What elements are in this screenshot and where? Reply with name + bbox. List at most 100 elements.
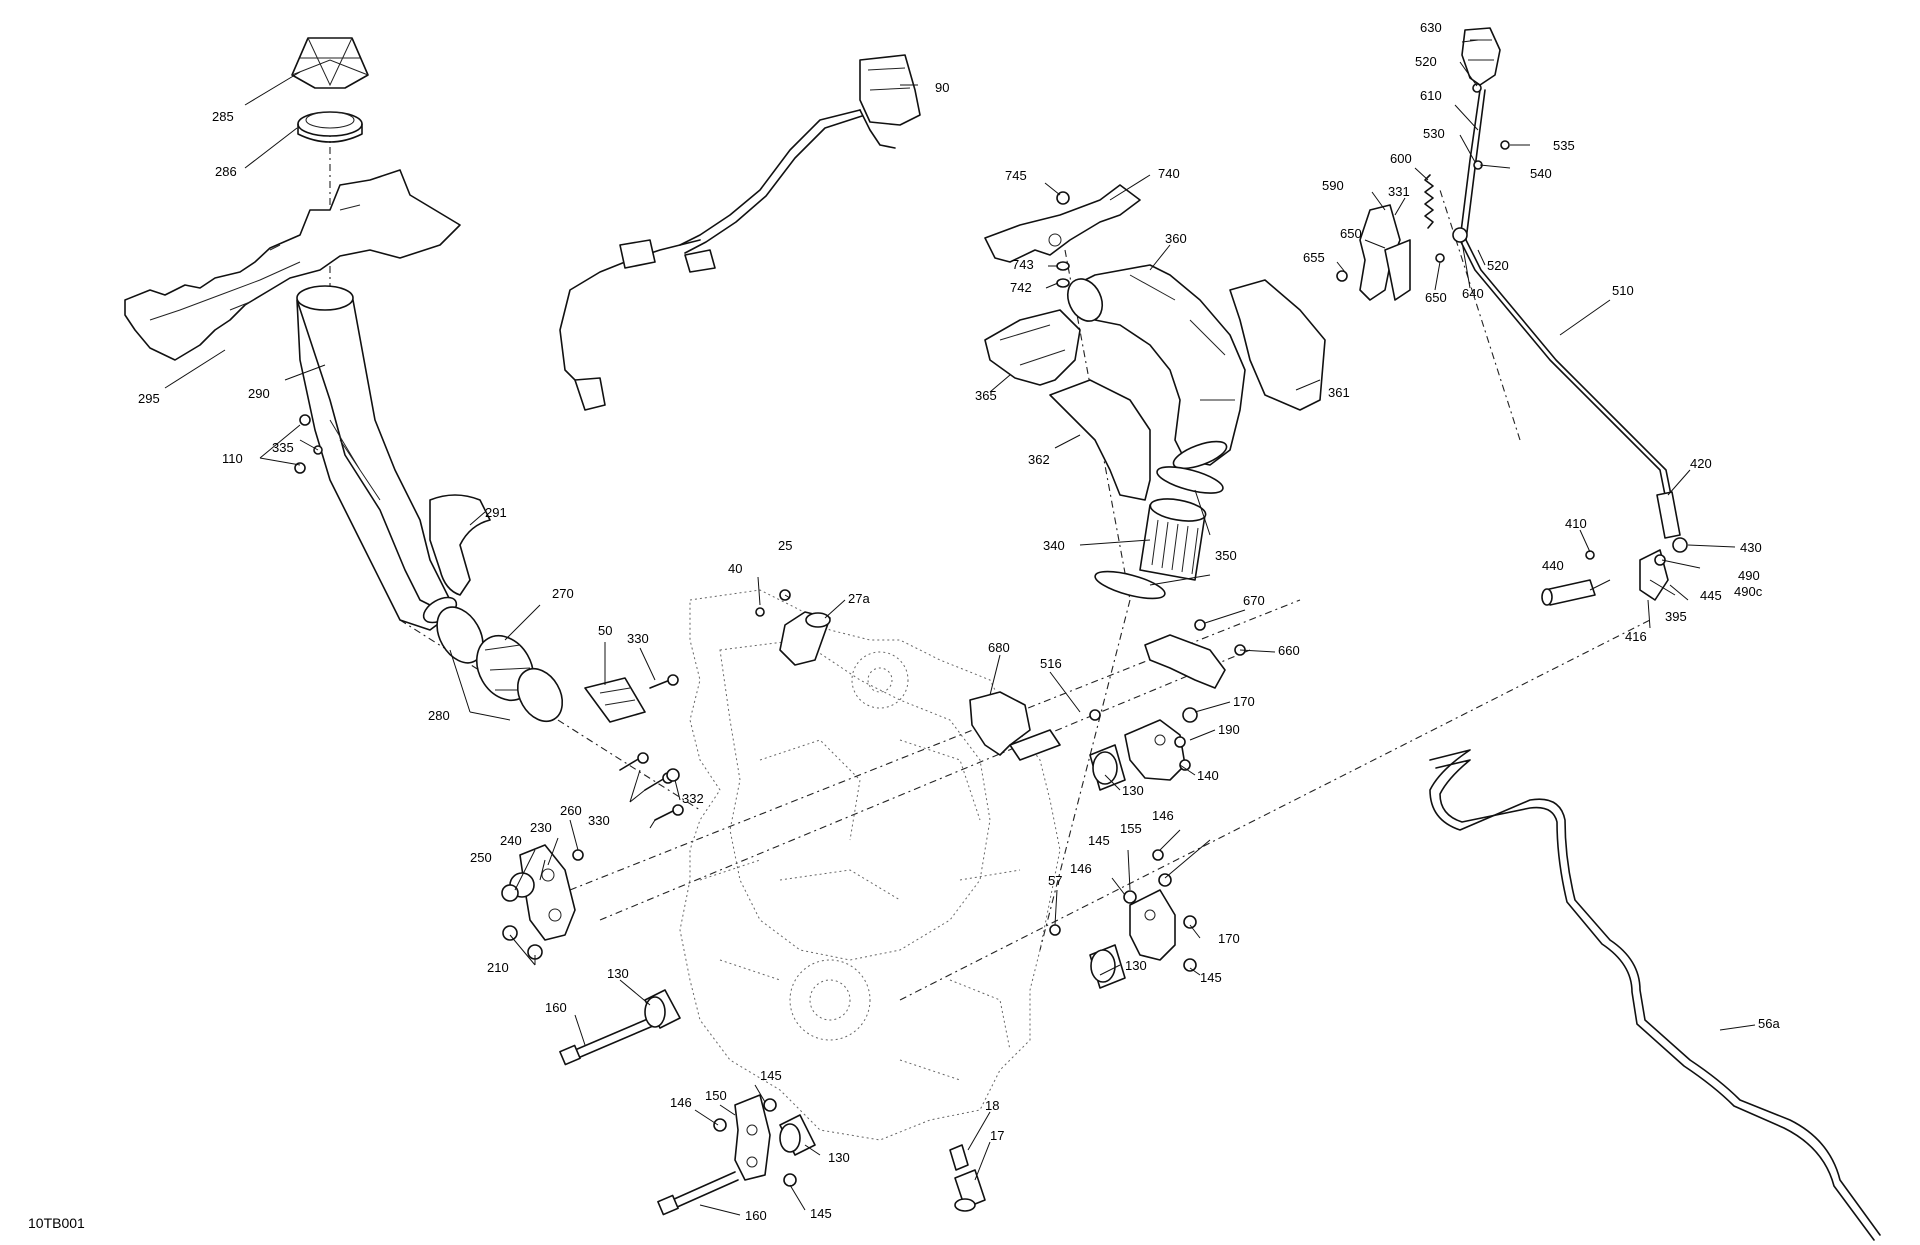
label-420: 420: [1690, 456, 1712, 471]
elbow-365: [984, 309, 1081, 386]
filler-neck-290: [296, 285, 458, 631]
label-610: 610: [1420, 88, 1442, 103]
label-190: 190: [1218, 722, 1240, 737]
label-640: 640: [1462, 286, 1484, 301]
plug-57: [1049, 924, 1061, 936]
label-530: 530: [1423, 126, 1445, 141]
bolts-330-332: [619, 674, 684, 821]
label-330-upper: 330: [627, 631, 649, 646]
label-25: 25: [778, 538, 792, 553]
label-650-right: 650: [1425, 290, 1447, 305]
label-146-right: 146: [1070, 861, 1092, 876]
spring-600: [1424, 174, 1434, 229]
intake-duct-360: [1066, 264, 1246, 470]
label-130-lower-right: 130: [1125, 958, 1147, 973]
label-650-left: 650: [1340, 226, 1362, 241]
label-332: 332: [682, 791, 704, 806]
clamp-350-lower: [1094, 570, 1166, 600]
label-250: 250: [470, 850, 492, 865]
label-110: 110: [222, 451, 243, 466]
reference-code: 10TB001: [28, 1215, 85, 1231]
label-520-top: 520: [1415, 54, 1437, 69]
label-230: 230: [530, 820, 552, 835]
label-140: 140: [1197, 768, 1219, 783]
label-27a: 27a: [848, 591, 870, 606]
label-395: 395: [1665, 609, 1687, 624]
callout-labels: 285 286 295 290 335 110 291 270 280 90 7…: [138, 20, 1780, 1223]
label-745: 745: [1005, 168, 1027, 183]
label-145-bottom: 145: [810, 1206, 832, 1221]
label-331: 331: [1388, 184, 1410, 199]
label-590: 590: [1322, 178, 1344, 193]
label-17: 17: [990, 1128, 1004, 1143]
label-145-right: 145: [1088, 833, 1110, 848]
heat-shield-361: [1229, 279, 1326, 411]
label-440: 440: [1542, 558, 1564, 573]
label-520-lower: 520: [1487, 258, 1509, 273]
plug-17-18: [949, 1144, 986, 1212]
label-600: 600: [1390, 151, 1412, 166]
label-210: 210: [487, 960, 509, 975]
filler-cap-285: [291, 37, 369, 89]
label-57: 57: [1048, 873, 1062, 888]
label-150: 150: [705, 1088, 727, 1103]
hose-291: [429, 494, 491, 596]
hose-coupler-270: [436, 606, 564, 723]
label-445: 445: [1700, 588, 1722, 603]
label-740: 740: [1158, 166, 1180, 181]
label-535: 535: [1553, 138, 1575, 153]
label-50: 50: [598, 623, 612, 638]
label-510: 510: [1612, 283, 1634, 298]
mount-bracket-230: [519, 844, 576, 941]
label-170-lower: 170: [1218, 931, 1240, 946]
label-145-left: 145: [760, 1068, 782, 1083]
label-340: 340: [1043, 538, 1065, 553]
label-742: 742: [1010, 280, 1032, 295]
plug-27a: [779, 611, 831, 666]
label-655: 655: [1303, 250, 1325, 265]
label-145-right-lower: 145: [1200, 970, 1222, 985]
label-280: 280: [428, 708, 450, 723]
label-130-bottom: 130: [828, 1150, 850, 1165]
wiring-harness-90: [559, 54, 921, 411]
bolts-170-190: [1174, 707, 1198, 771]
label-743: 743: [1012, 257, 1034, 272]
mount-bracket-140: [1124, 719, 1186, 781]
vent-hose-56a: [1429, 749, 1881, 1241]
label-350: 350: [1215, 548, 1237, 563]
rubber-bushing-130c: [1089, 744, 1126, 791]
retaining-ring-286: [297, 111, 363, 143]
label-660: 660: [1278, 643, 1300, 658]
label-270: 270: [552, 586, 574, 601]
label-335: 335: [272, 440, 294, 455]
label-291: 291: [485, 505, 507, 520]
label-290: 290: [248, 386, 270, 401]
label-155: 155: [1120, 821, 1142, 836]
nuts-145-right: [1123, 849, 1197, 972]
shift-rod-510: [1459, 239, 1677, 521]
rubber-bushing-130d: [1089, 944, 1126, 989]
rubber-mount-240: [501, 872, 535, 902]
shift-link-395: [1585, 537, 1688, 601]
label-430: 430: [1740, 540, 1762, 555]
label-630: 630: [1420, 20, 1442, 35]
through-bolt-160-lower: [657, 1171, 739, 1216]
label-18: 18: [985, 1098, 999, 1113]
gasket-50: [584, 677, 646, 723]
label-240: 240: [500, 833, 522, 848]
label-40: 40: [728, 561, 742, 576]
through-bolt-160-upper: [559, 1017, 654, 1066]
mount-bracket-146: [1129, 889, 1176, 961]
air-filter-340: [1139, 498, 1207, 581]
mounting-plate-295: [124, 169, 461, 361]
label-130-upper-right: 130: [1122, 783, 1144, 798]
fasteners-25-40: [755, 589, 791, 617]
label-160-upper: 160: [545, 1000, 567, 1015]
bracket-660: [1144, 619, 1246, 689]
label-670: 670: [1243, 593, 1265, 608]
label-146-right-top: 146: [1152, 808, 1174, 823]
pin-440: [1541, 579, 1596, 606]
label-365: 365: [975, 388, 997, 403]
label-90: 90: [935, 80, 949, 95]
label-516: 516: [1040, 656, 1062, 671]
